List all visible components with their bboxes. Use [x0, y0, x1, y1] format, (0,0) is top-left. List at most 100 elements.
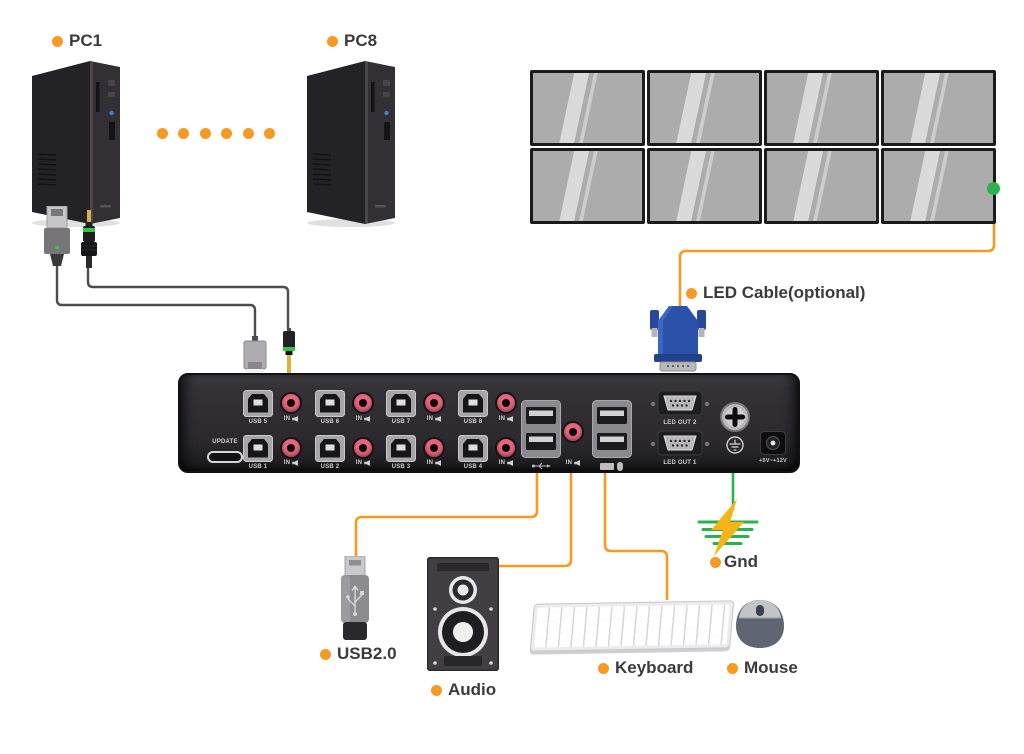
orange-bullet-icon [431, 684, 442, 696]
dot-icon [178, 128, 190, 139]
usb-port-label: USB 6 [320, 419, 340, 425]
speaker-icon [507, 416, 514, 422]
speaker-icon [435, 460, 442, 466]
speaker-icon [292, 460, 299, 466]
usb-b-port [386, 390, 416, 417]
usb20-wire [354, 473, 539, 556]
speaker-icon [292, 416, 299, 422]
speaker-icon [435, 416, 442, 422]
mouse-icon [730, 598, 790, 650]
keyboard-wire [603, 473, 669, 600]
monitor-panel [530, 148, 645, 224]
audio-in-label: IN [348, 416, 378, 422]
usb-b-port [243, 390, 273, 417]
pc8-tower-icon [305, 56, 397, 228]
audio-in-jack [352, 437, 374, 459]
usb-port-label: USB 5 [248, 419, 268, 425]
led-cable-wire [678, 194, 996, 307]
mouse-label: Mouse [727, 658, 798, 678]
orange-bullet-icon [320, 648, 331, 660]
led-out-2-port [649, 390, 711, 418]
orange-bullet-icon [686, 287, 697, 299]
in-text: IN [426, 460, 434, 466]
audio-label-text: Audio [448, 680, 497, 699]
in-text: IN [498, 460, 506, 466]
led-out-1-port [649, 430, 711, 458]
usb-port-label: USB 3 [391, 464, 411, 470]
usb-b-port [315, 435, 345, 462]
speaker-icon [364, 460, 371, 466]
usb-b-port [458, 435, 488, 462]
lightning-bolt-icon [711, 499, 744, 556]
led-out-2-label: LED OUT 2 [663, 420, 697, 426]
monitor-panel [764, 70, 879, 146]
usb-plug-icon [44, 206, 70, 268]
audio-in-label: IN [276, 460, 306, 466]
gnd-label-text: Gnd [724, 552, 758, 571]
in-text: IN [498, 416, 506, 422]
in-text: IN [565, 460, 573, 466]
speaker-icon [507, 460, 514, 466]
audio-in-jack [495, 437, 517, 459]
usb-port-label: USB 2 [320, 464, 340, 470]
audio-in-jack [280, 392, 302, 414]
audio-in-jack [352, 392, 374, 414]
usb-port-label: USB 1 [248, 464, 268, 470]
audio-in-jack [280, 437, 302, 459]
dot-icon [263, 128, 275, 139]
usb-c-update-port [207, 451, 243, 463]
dot-icon [199, 128, 211, 139]
audio-in-label: IN [348, 460, 378, 466]
orange-bullet-icon [52, 35, 63, 47]
usb-b-port [458, 390, 488, 417]
in-text: IN [426, 416, 434, 422]
audio-in-jack [562, 421, 584, 443]
pc1-tower-icon [30, 56, 122, 228]
orange-bullet-icon [727, 662, 738, 674]
audio-in-label: IN [419, 460, 449, 466]
orange-bullet-icon [710, 556, 721, 568]
monitor-panel [764, 148, 879, 224]
usb-flash-drive-icon [340, 556, 370, 642]
monitor-panel [530, 70, 645, 146]
pc1-label: PC1 [52, 31, 102, 51]
monitor-panel [647, 70, 762, 146]
audio-in-label: IN [491, 460, 521, 466]
monitor-panel [647, 148, 762, 224]
ground-terminal-icon [726, 436, 744, 454]
dot-icon [242, 128, 254, 139]
usb-trident-icon [531, 461, 551, 471]
keyboard-label-text: Keyboard [615, 658, 694, 677]
in-text: IN [283, 460, 291, 466]
audio-in-label: IN [276, 416, 306, 422]
audio-in-label: IN [419, 416, 449, 422]
monitor-panel [881, 70, 996, 146]
usb-a-stack-usb20 [521, 400, 561, 458]
ground-screw-icon [717, 399, 753, 435]
audio-in-jack [495, 392, 517, 414]
pc8-label: PC8 [327, 31, 377, 51]
led-out-1-label: LED OUT 1 [663, 460, 697, 466]
led-cable-connector-dot [987, 182, 1000, 195]
pc1-label-text: PC1 [69, 31, 103, 50]
dot-icon [221, 128, 233, 139]
pc1-cables [55, 266, 290, 338]
audio-in-jack [423, 437, 445, 459]
usb-port-label: USB 7 [391, 419, 411, 425]
dot-icon [157, 128, 168, 139]
usb-b-plug-icon [243, 336, 267, 374]
usb-port-label: USB 8 [463, 419, 483, 425]
kvm-switch: UPDATE USB 5 USB 6 USB 7 USB 8 IN IN IN … [178, 373, 800, 473]
in-text: IN [355, 460, 363, 466]
in-text: IN [355, 416, 363, 422]
usb-b-port [315, 390, 345, 417]
speaker-icon [574, 460, 581, 466]
audio-in-jack [423, 392, 445, 414]
orange-bullet-icon [598, 662, 609, 674]
usb20-label: USB2.0 [320, 644, 397, 664]
audio-in-label: IN [558, 460, 588, 466]
mouse-label-text: Mouse [744, 658, 798, 677]
usb-a-stack-kb-mouse [592, 400, 632, 458]
audio-jack-plug-icon [80, 210, 98, 268]
